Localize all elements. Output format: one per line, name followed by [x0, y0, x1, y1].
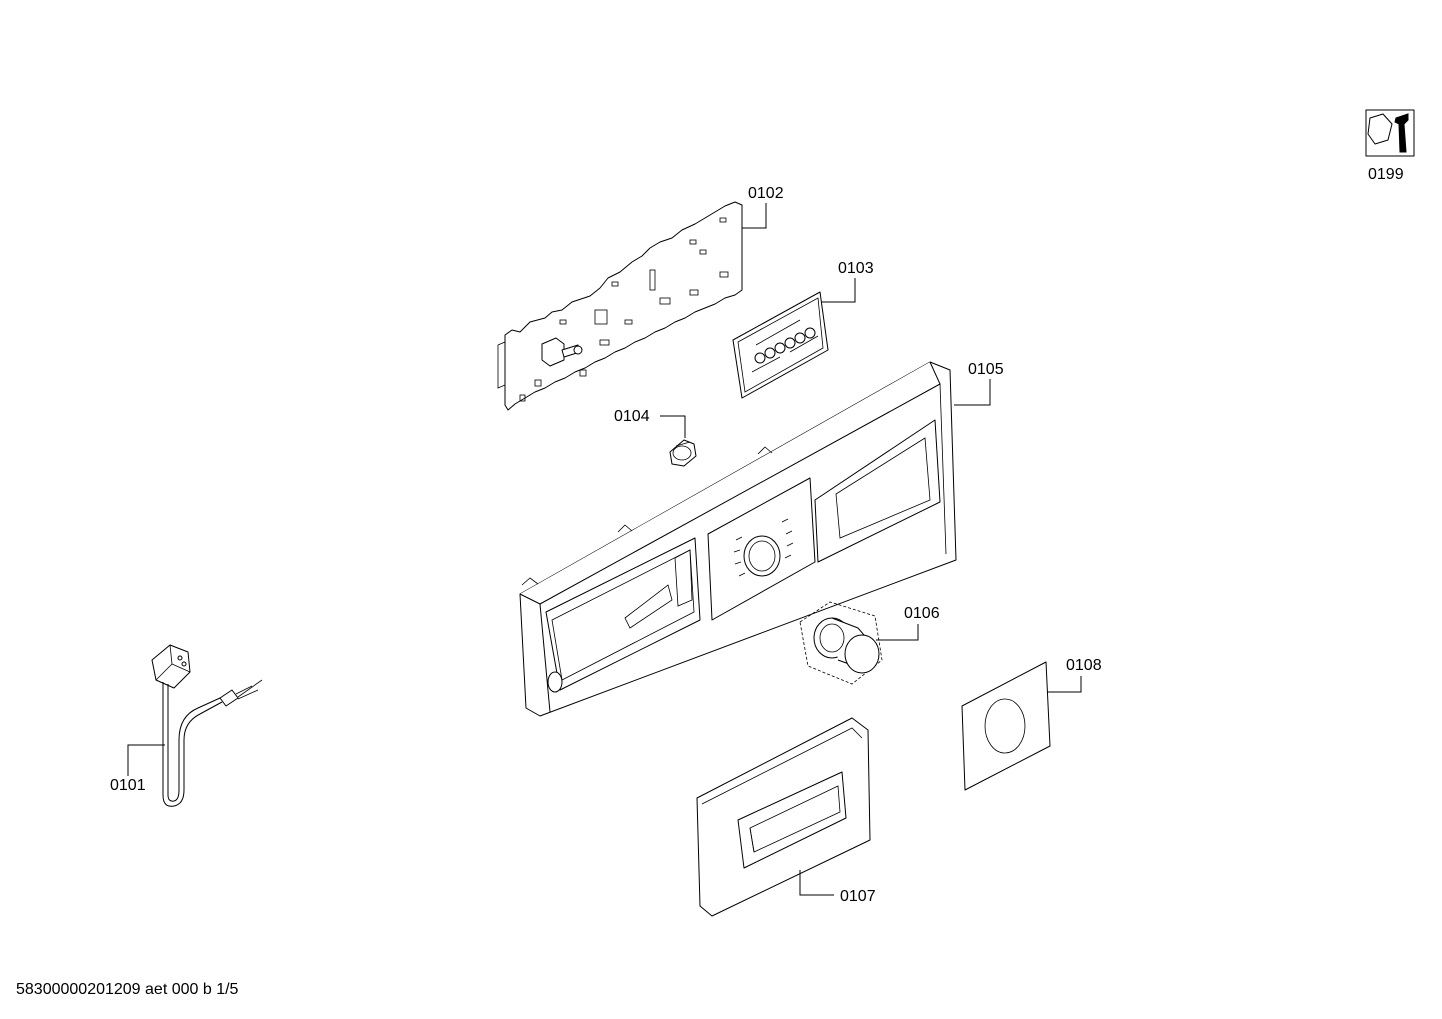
part-label-0103: 0103	[838, 260, 874, 277]
part-label-0105: 0105	[968, 361, 1004, 378]
power-cord-icon[interactable]	[151, 644, 263, 807]
detergent-drawer-handle-icon[interactable]	[696, 717, 871, 917]
decor-foil-icon[interactable]	[961, 661, 1051, 791]
part-label-0101: 0101	[110, 777, 146, 794]
leader-0101	[127, 744, 165, 776]
control-module-icon[interactable]	[497, 201, 743, 411]
leader-0104	[660, 415, 686, 438]
leader-lines	[127, 203, 1082, 896]
leader-0107	[799, 870, 834, 896]
part-label-0199: 0199	[1368, 166, 1404, 183]
document-code: 58300000201209 aet 000 b 1/5	[16, 981, 239, 998]
part-label-0107: 0107	[840, 888, 876, 905]
part-labels: 0101 0102 0103 0104 0105 0106 0107 0108 …	[110, 166, 1404, 905]
part-label-0104: 0104	[614, 408, 650, 425]
service-tool-icon[interactable]	[1365, 109, 1415, 157]
part-label-0106: 0106	[904, 605, 940, 622]
program-knob-icon[interactable]	[799, 601, 883, 685]
leader-0103	[822, 278, 856, 303]
leader-0108	[1047, 676, 1082, 693]
light-pipe-icon[interactable]	[669, 439, 697, 467]
part-label-0102: 0102	[748, 185, 784, 202]
leader-0106	[876, 624, 919, 641]
part-label-0108: 0108	[1066, 657, 1102, 674]
control-panel-fascia-icon[interactable]	[519, 361, 957, 717]
leader-0102	[742, 203, 767, 229]
keypad-panel-icon[interactable]	[732, 291, 829, 399]
leader-0105	[954, 379, 991, 406]
